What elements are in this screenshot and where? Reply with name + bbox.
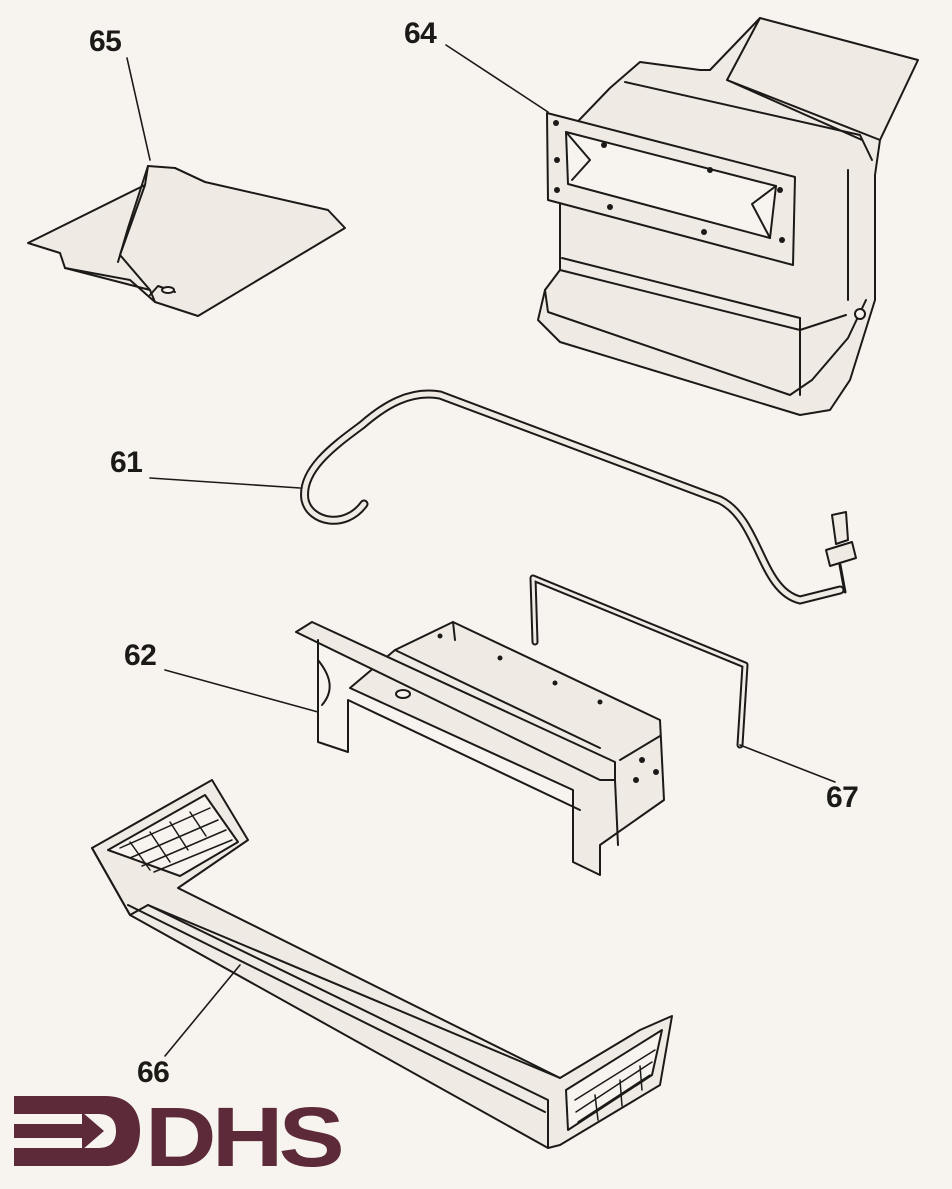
part-64-air-box: [537, 17, 919, 416]
callout-label-67: 67: [826, 781, 859, 814]
callout-label-65: 65: [89, 25, 122, 58]
dhs-logo-text: DHS: [145, 1090, 341, 1184]
callout-label-62: 62: [124, 639, 157, 672]
callout-label-64: 64: [404, 17, 437, 50]
part-66-mesh-tray: [91, 779, 673, 1149]
part-65-cover-plate: [27, 165, 346, 317]
callout-label-61: 61: [110, 446, 143, 479]
arrow-logo-icon: [14, 1096, 140, 1166]
part-67-wire-frame: [529, 574, 749, 749]
part-62-mounting-bracket: [295, 621, 665, 876]
part-61-bent-pipe: [300, 389, 857, 605]
callout-label-66: 66: [137, 1056, 170, 1089]
leader-lines: [126, 44, 836, 1057]
